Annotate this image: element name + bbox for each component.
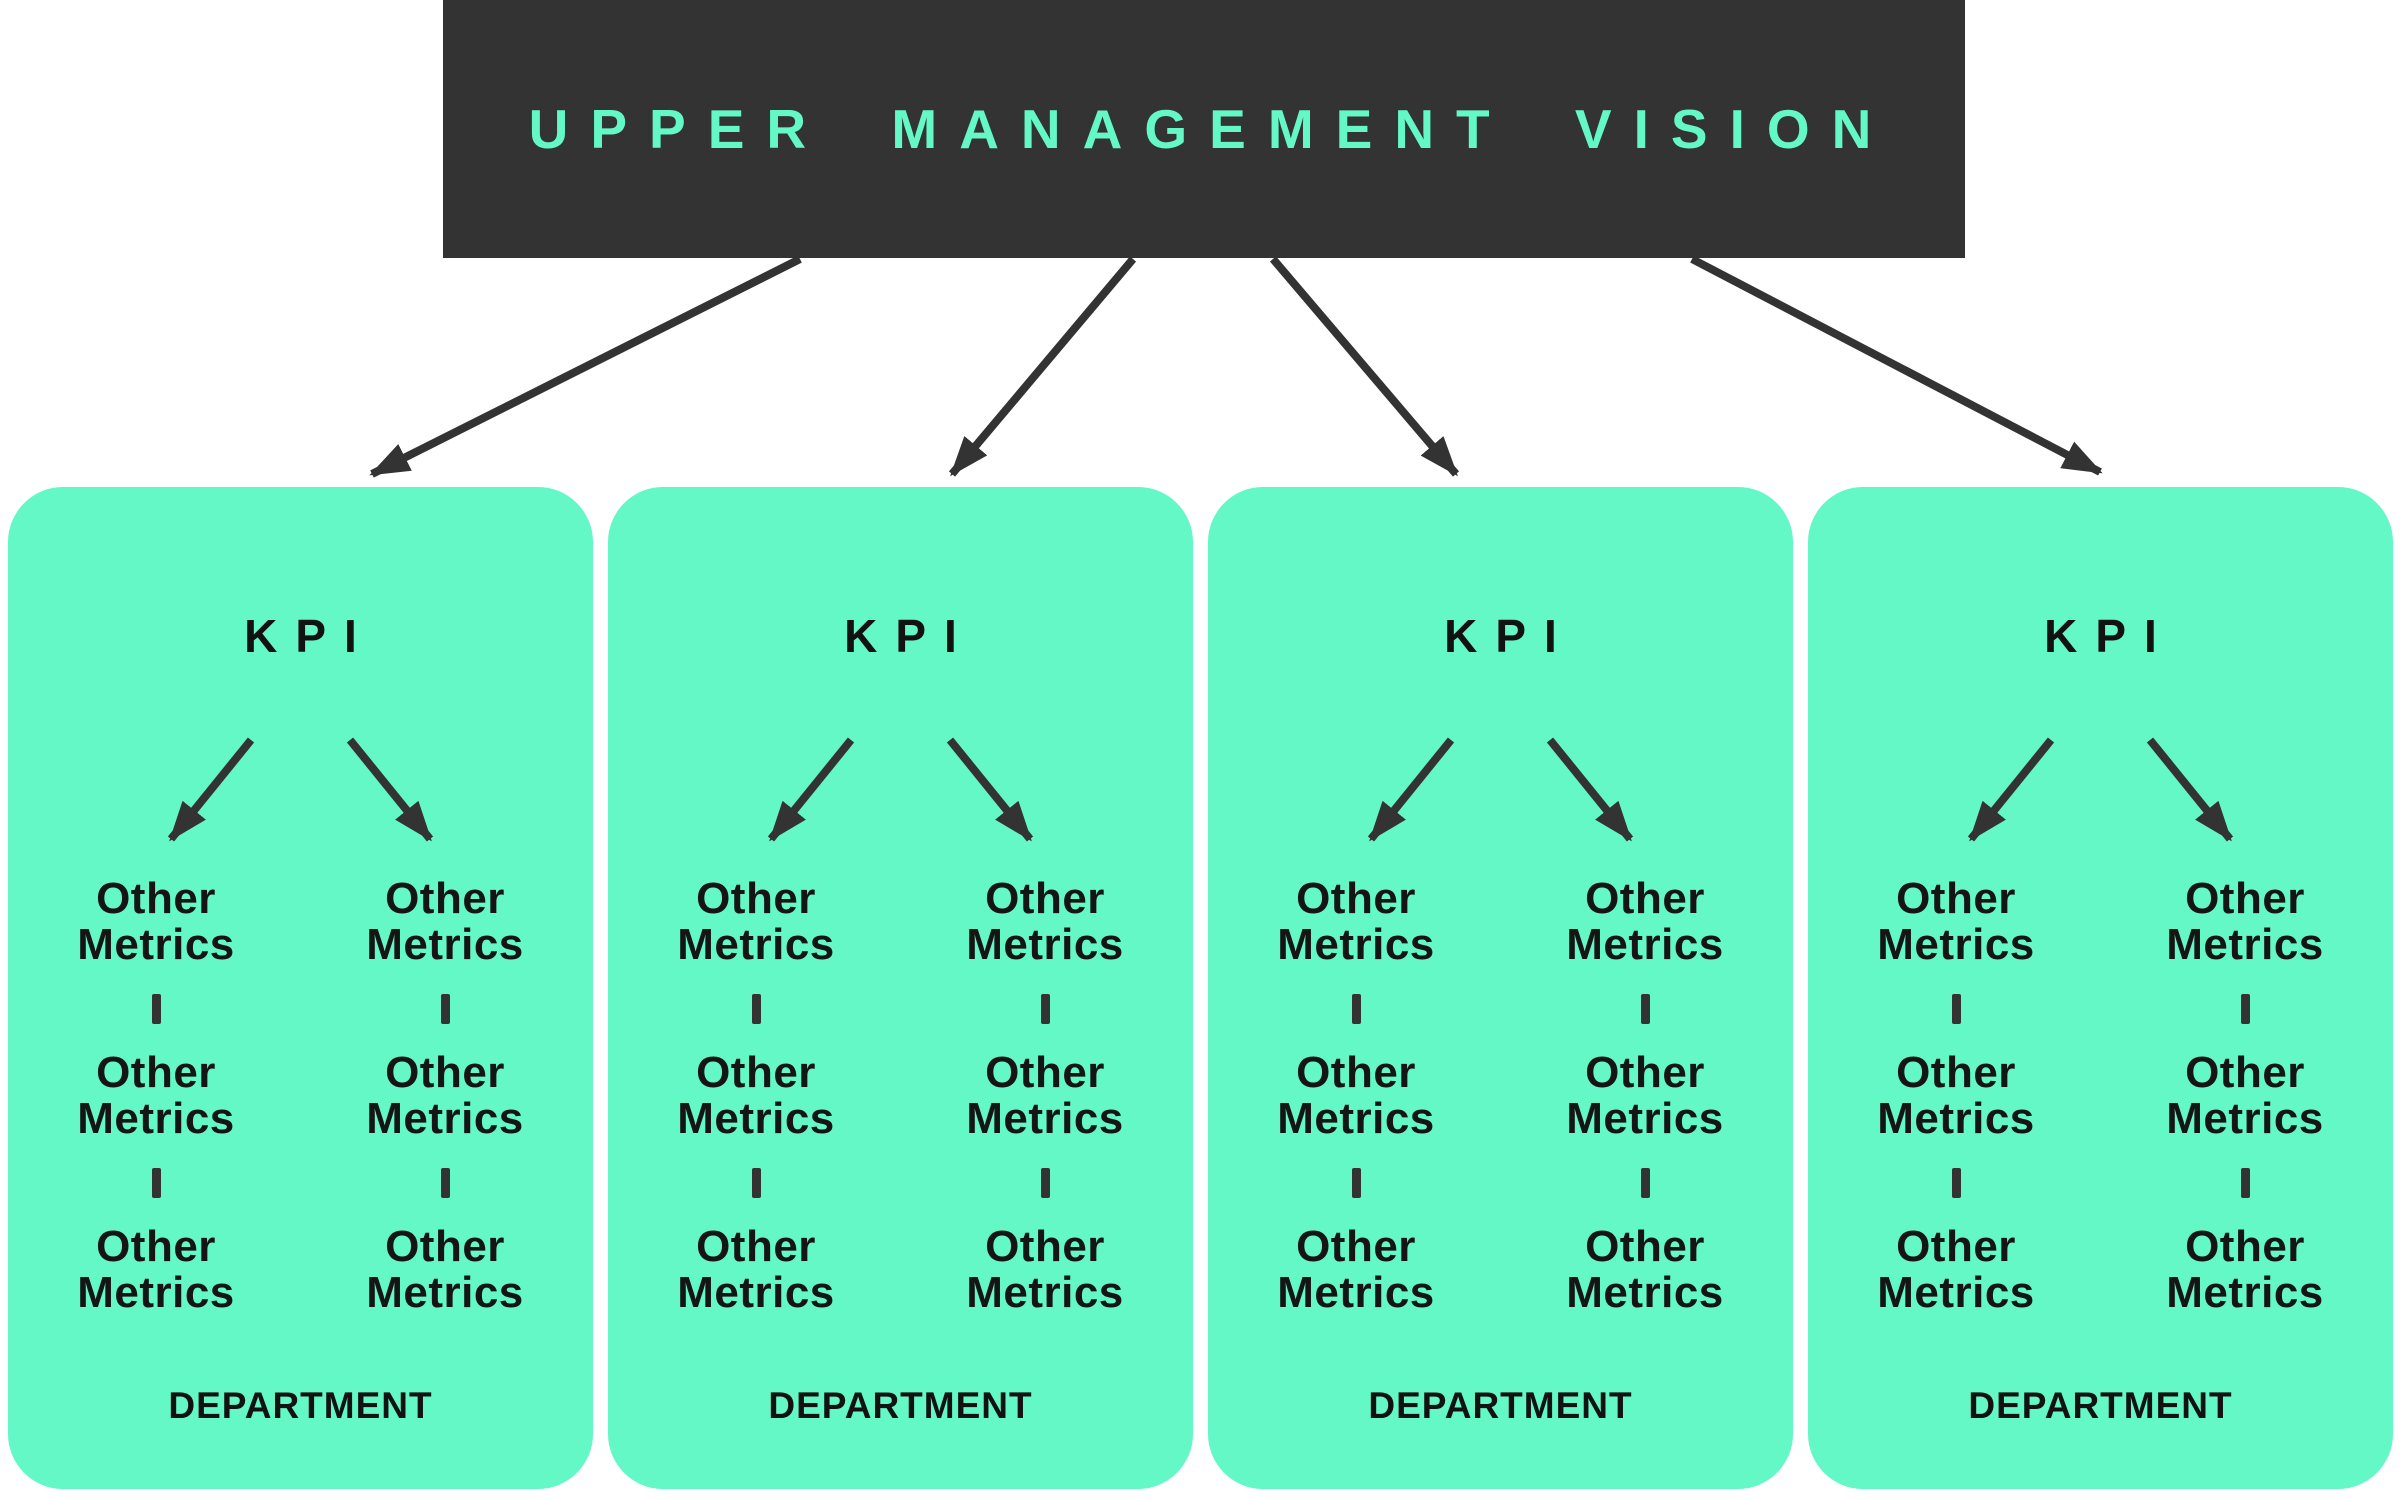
kpi-arrow-right [946, 737, 1034, 842]
metric-label: Other Metrics [1566, 1222, 1724, 1317]
kpi-label: KPI [244, 610, 375, 662]
metric-connector-dash [1040, 1168, 1050, 1198]
metric-label: Other Metrics [1277, 874, 1435, 969]
kpi-arrow-right [1546, 737, 1634, 842]
metric-label: Other Metrics [366, 1048, 524, 1143]
metric-label: Other Metrics [2166, 1048, 2324, 1143]
metrics-column-right: Other Metrics Other Metrics Other Metric… [925, 876, 1165, 1316]
metric-label: Other Metrics [77, 1048, 235, 1143]
metric-connector-dash [440, 1168, 450, 1198]
metric-label: Other Metrics [77, 1222, 235, 1317]
metric-connector-dash [1040, 994, 1050, 1024]
metrics-column-left: Other Metrics Other Metrics Other Metric… [1236, 876, 1476, 1316]
metric-label: Other Metrics [677, 1048, 835, 1143]
metric-label: Other Metrics [966, 874, 1124, 969]
metric-connector-dash [151, 994, 161, 1024]
metric-label: Other Metrics [1566, 1048, 1724, 1143]
metric-connector-dash [751, 994, 761, 1024]
metric-label: Other Metrics [677, 1222, 835, 1317]
metric-connector-dash [440, 994, 450, 1024]
metric-label: Other Metrics [2166, 1222, 2324, 1317]
metric-label: Other Metrics [966, 1222, 1124, 1317]
metric-connector-dash [2240, 994, 2250, 1024]
metrics-column-left: Other Metrics Other Metrics Other Metric… [636, 876, 876, 1316]
metrics-column-right: Other Metrics Other Metrics Other Metric… [2125, 876, 2365, 1316]
metric-label: Other Metrics [2166, 874, 2324, 969]
metric-label: Other Metrics [1877, 874, 2035, 969]
vision-header-title: UPPER MANAGEMENT VISION [528, 98, 1894, 160]
department-card-1: KPI Other Metrics Other Metrics Other Me… [8, 487, 593, 1489]
metric-connector-dash [1351, 1168, 1361, 1198]
department-label: DEPARTMENT [768, 1385, 1033, 1426]
metric-connector-dash [1951, 1168, 1961, 1198]
metric-connector-dash [1351, 994, 1361, 1024]
kpi-arrow-left [167, 737, 255, 842]
metric-label: Other Metrics [1277, 1222, 1435, 1317]
metric-label: Other Metrics [366, 1222, 524, 1317]
metric-label: Other Metrics [1566, 874, 1724, 969]
metric-connector-dash [751, 1168, 761, 1198]
kpi-arrow-left [1967, 737, 2055, 842]
department-label: DEPARTMENT [168, 1385, 433, 1426]
department-label: DEPARTMENT [1368, 1385, 1633, 1426]
vision-arrow-2 [948, 256, 1137, 477]
metric-label: Other Metrics [677, 874, 835, 969]
vision-header: UPPER MANAGEMENT VISION [443, 0, 1965, 258]
vision-arrow-1 [369, 255, 802, 478]
kpi-arrow-left [767, 737, 855, 842]
department-card-4: KPI Other Metrics Other Metrics Other Me… [1808, 487, 2393, 1489]
metric-label: Other Metrics [1877, 1048, 2035, 1143]
metric-connector-dash [2240, 1168, 2250, 1198]
kpi-label: KPI [2044, 610, 2175, 662]
kpi-arrow-left [1367, 737, 1455, 842]
metrics-column-right: Other Metrics Other Metrics Other Metric… [1525, 876, 1765, 1316]
metrics-column-left: Other Metrics Other Metrics Other Metric… [36, 876, 276, 1316]
department-label: DEPARTMENT [1968, 1385, 2233, 1426]
metric-connector-dash [1640, 994, 1650, 1024]
metrics-column-left: Other Metrics Other Metrics Other Metric… [1836, 876, 2076, 1316]
metric-connector-dash [1951, 994, 1961, 1024]
metric-label: Other Metrics [966, 1048, 1124, 1143]
metric-label: Other Metrics [77, 874, 235, 969]
kpi-label: KPI [1444, 610, 1575, 662]
metric-connector-dash [1640, 1168, 1650, 1198]
vision-arrow-3 [1269, 256, 1460, 477]
vision-arrow-4 [1690, 255, 2103, 476]
kpi-label: KPI [844, 610, 975, 662]
metric-label: Other Metrics [1877, 1222, 2035, 1317]
metric-connector-dash [151, 1168, 161, 1198]
kpi-arrow-right [346, 737, 434, 842]
metrics-column-right: Other Metrics Other Metrics Other Metric… [325, 876, 565, 1316]
department-card-3: KPI Other Metrics Other Metrics Other Me… [1208, 487, 1793, 1489]
department-card-2: KPI Other Metrics Other Metrics Other Me… [608, 487, 1193, 1489]
metric-label: Other Metrics [366, 874, 524, 969]
metric-label: Other Metrics [1277, 1048, 1435, 1143]
kpi-arrow-right [2146, 737, 2234, 842]
